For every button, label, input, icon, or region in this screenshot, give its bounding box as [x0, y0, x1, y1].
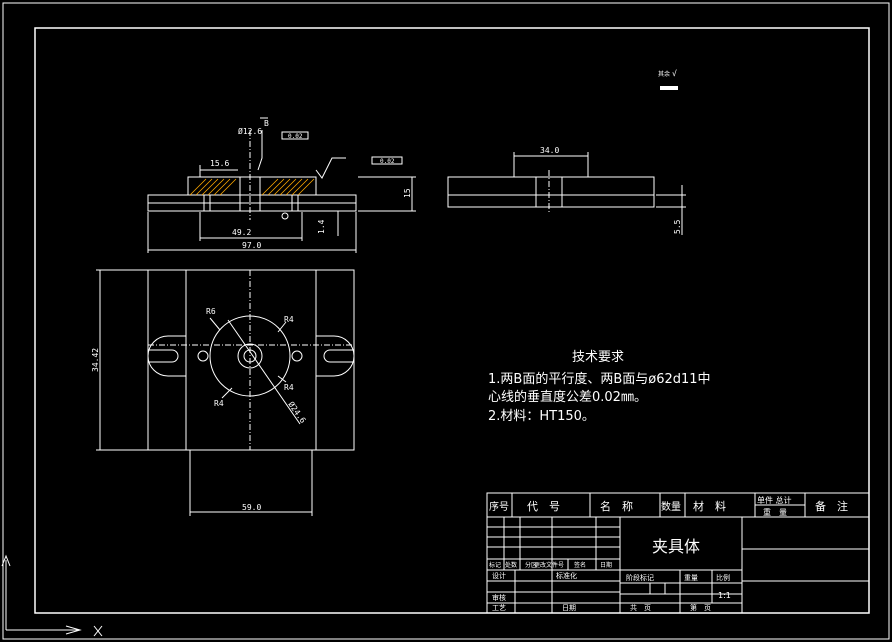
- tol-value-b: 0.02: [380, 158, 395, 165]
- header-qty: 数量: [661, 500, 681, 513]
- inner-frame: [34, 27, 870, 614]
- roughness-label: 其余: [658, 70, 670, 78]
- row-scale-value: 1:1: [718, 591, 731, 600]
- dim-49-2: 49.2: [232, 228, 251, 237]
- requirements-title: 技术要求: [572, 350, 624, 365]
- title-block-text: 序号 代 号 名 称 数量 材 料 单件 总计 重 量 备 注 夹具体 标记 处…: [489, 495, 848, 612]
- dim-r4-right: R4: [284, 383, 294, 392]
- row-change-no: 更改文件号: [534, 561, 564, 569]
- header-remark: 备 注: [815, 499, 848, 513]
- requirements-line-1: 1.两B面的平行度、两B面与ø62d11中: [488, 371, 711, 387]
- dim-phi: Ø24.6: [286, 399, 308, 425]
- row-sheets: 共 页: [630, 603, 651, 612]
- dim-1-4: 1.4: [317, 219, 326, 234]
- row-process: 工艺: [492, 604, 506, 612]
- dim-r6: R6: [206, 307, 216, 316]
- header-material: 材 料: [693, 499, 726, 513]
- row-zone: 分区: [525, 561, 537, 569]
- part-name: 夹具体: [652, 537, 700, 556]
- row-weight-2: 重量: [684, 574, 698, 582]
- title-block: [486, 492, 870, 614]
- top-view: [96, 269, 355, 516]
- dim-15-6: 15.6: [210, 159, 229, 168]
- requirements-line-2: 心线的垂直度公差0.02㎜。: [488, 389, 647, 405]
- dim-34-0: 34.0: [540, 146, 559, 155]
- dim-15: 15: [403, 188, 412, 198]
- dim-r4-left: R4: [214, 399, 224, 408]
- side-view: [447, 152, 686, 235]
- header-name: 名 称: [600, 499, 633, 513]
- dim-97-0: 97.0: [242, 241, 261, 250]
- row-count: 处数: [505, 561, 517, 569]
- tol-label-b: B: [264, 119, 269, 128]
- ucs-icon: [1, 554, 103, 637]
- requirements-line-3: 2.材料：HT150。: [488, 409, 595, 424]
- tol-value-a: 0.02: [288, 133, 303, 140]
- front-view: [147, 117, 416, 253]
- header-code: 代 号: [527, 500, 560, 513]
- header-unit-total: 单件 总计: [757, 495, 792, 505]
- roughness-bar: [660, 86, 678, 90]
- row-standard: 标准化: [556, 571, 577, 580]
- dim-34-42: 34.42: [91, 348, 100, 372]
- header-seq: 序号: [489, 500, 509, 513]
- row-design: 设计: [492, 571, 506, 580]
- row-date-2: 日期: [562, 604, 576, 612]
- row-sheet-no: 第 页: [690, 603, 711, 612]
- header-weight: 重 量: [763, 507, 787, 517]
- row-scale: 比例: [716, 573, 730, 582]
- dim-5-5: 5.5: [673, 219, 682, 234]
- row-sign: 签名: [574, 561, 586, 569]
- row-stage: 阶段标记: [626, 573, 654, 582]
- dim-12-6: Ø12.6: [238, 126, 262, 136]
- section-hatch: [189, 178, 315, 196]
- row-review: 审核: [492, 593, 506, 602]
- row-mark: 标记: [489, 561, 501, 569]
- dim-59-0: 59.0: [242, 503, 261, 512]
- row-date: 日期: [600, 561, 612, 569]
- dim-r4-top: R4: [284, 315, 294, 324]
- roughness-value: √: [672, 69, 677, 78]
